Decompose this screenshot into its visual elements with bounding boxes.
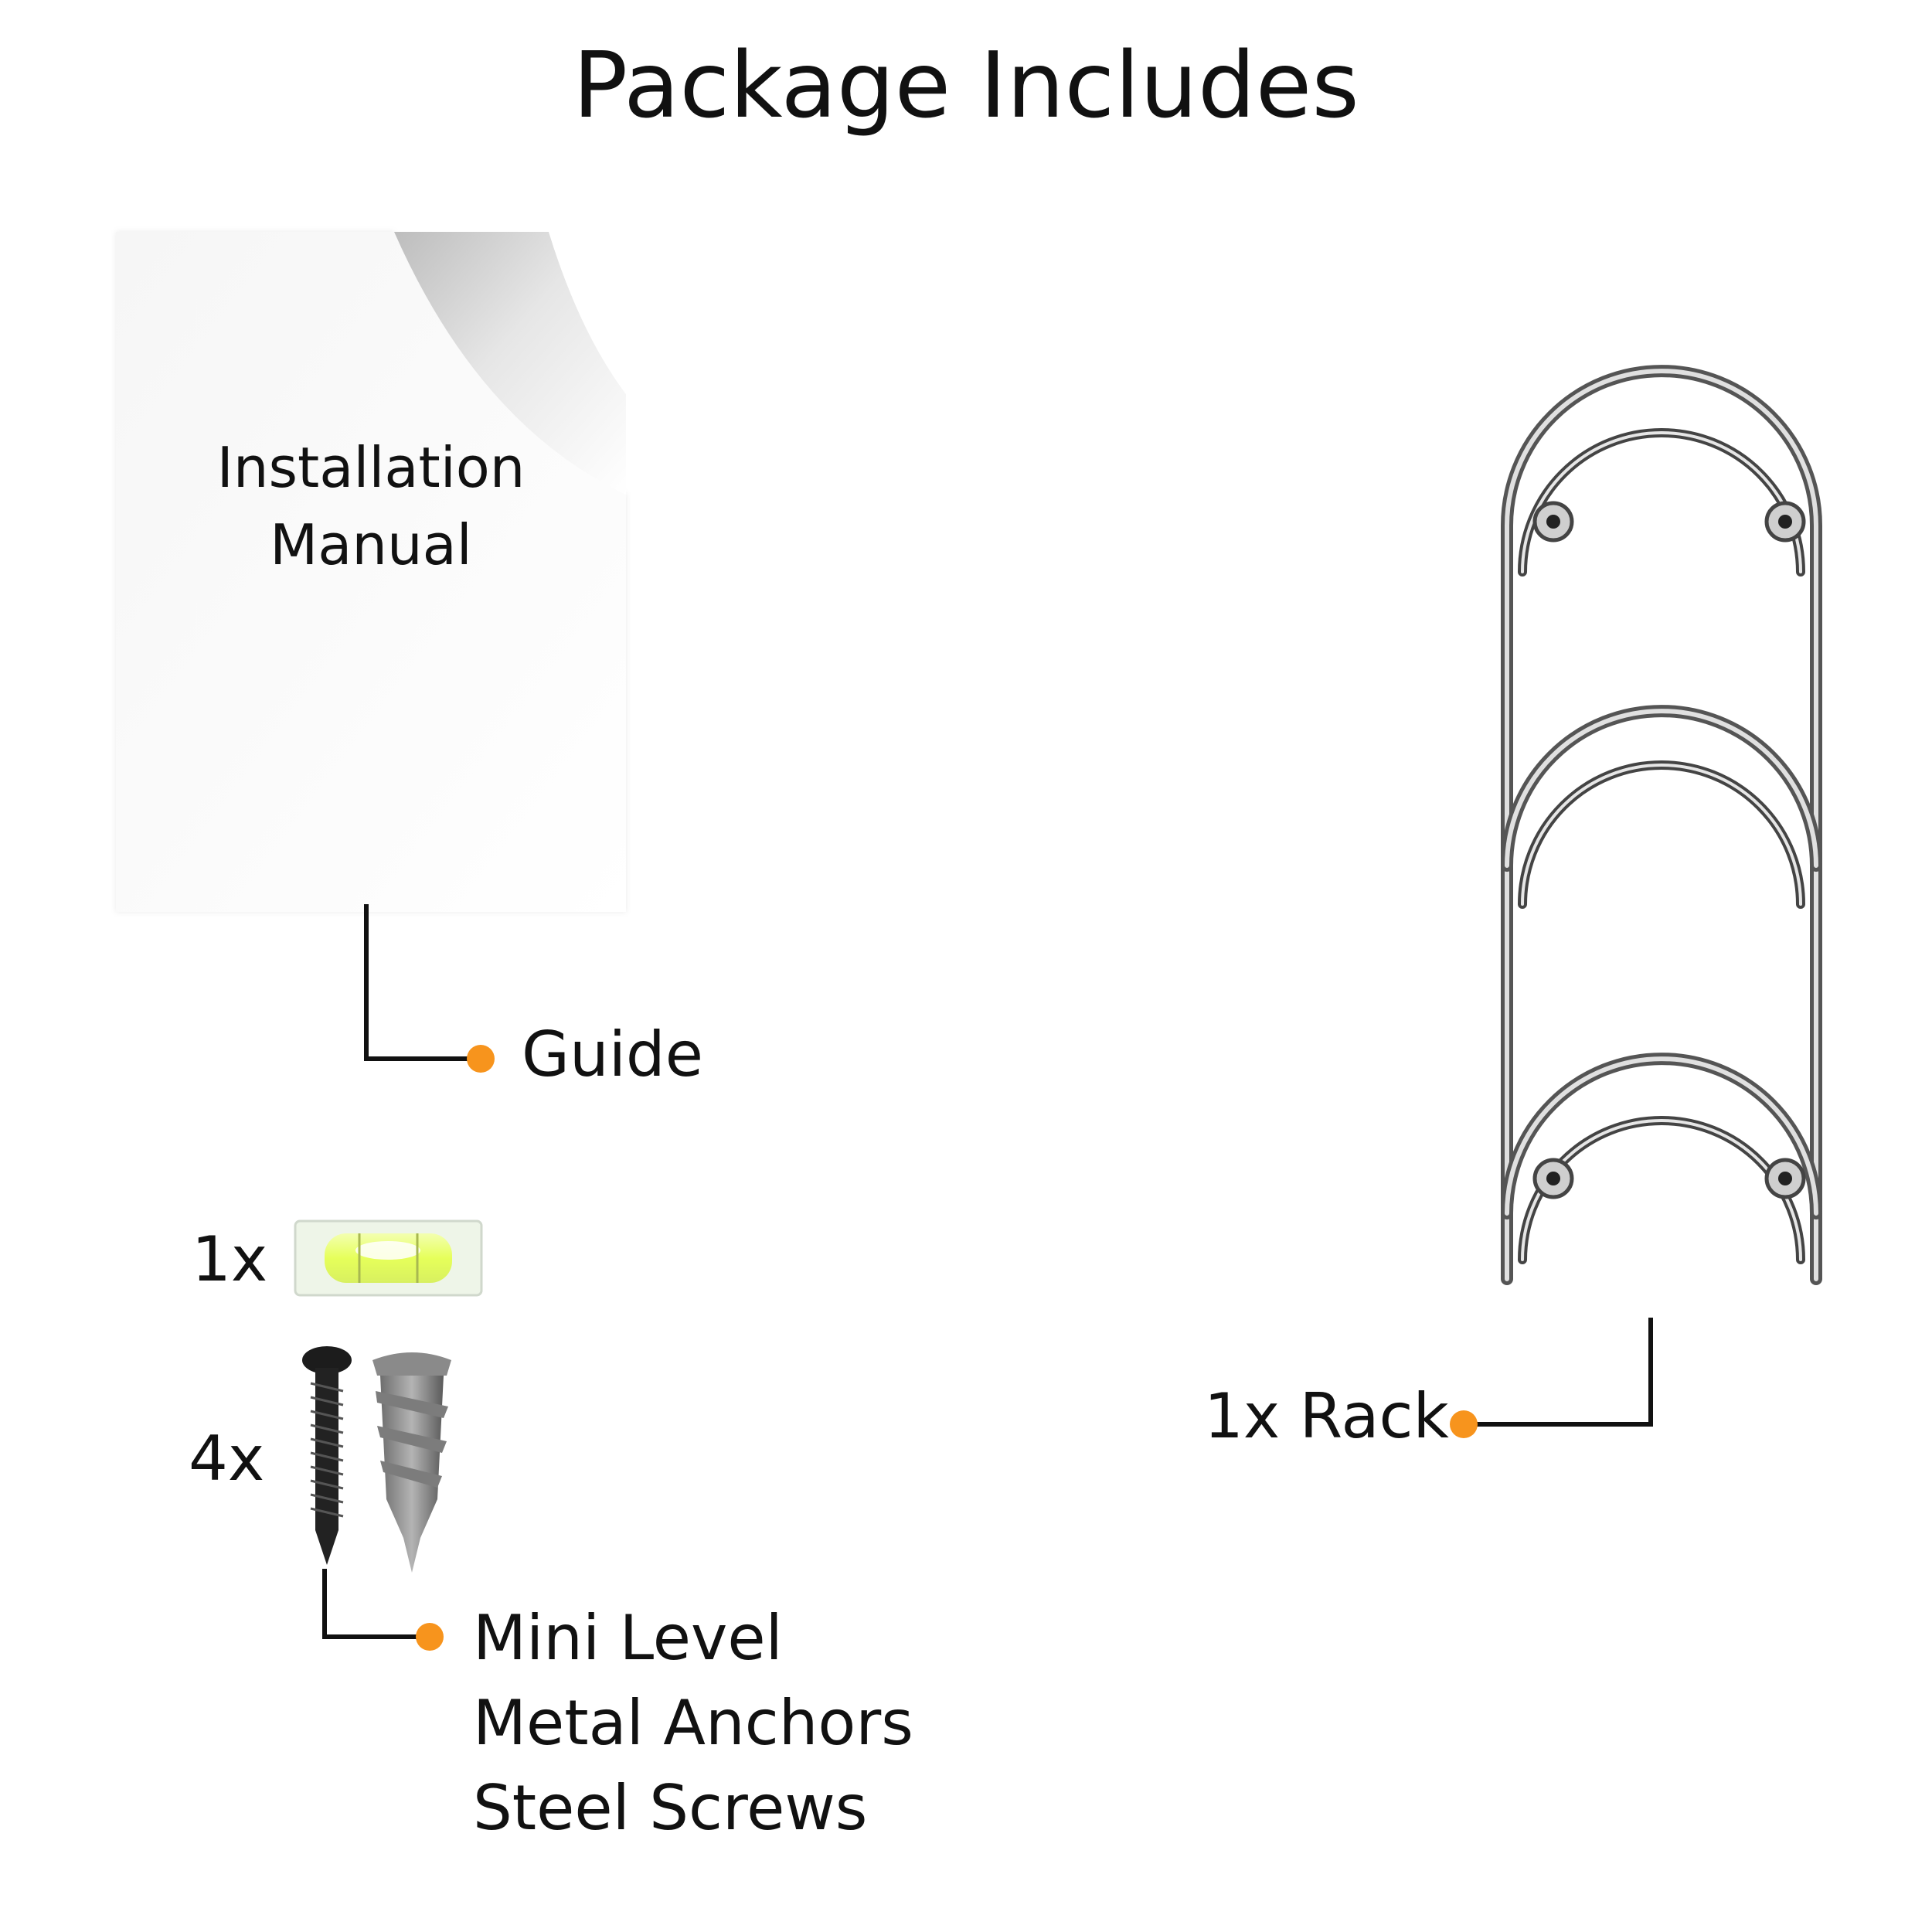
wall-anchor-icon [372, 1352, 451, 1573]
bubble-level-icon [294, 1219, 483, 1297]
hardware-item-steel-screws: Steel Screws [473, 1772, 868, 1844]
manual-title: Installation Manual [116, 429, 626, 583]
rack-leader-line [1450, 1318, 1653, 1438]
manual-title-line2: Manual [270, 512, 472, 577]
rack-dot [1450, 1410, 1478, 1438]
page-title: Package Includes [573, 32, 1359, 138]
document-icon [116, 232, 626, 912]
guide-label: Guide [522, 1019, 703, 1090]
level-quantity: 1x [192, 1223, 268, 1295]
hardware-list: Mini Level Metal Anchors Steel Screws [473, 1596, 913, 1851]
hardware-dot [416, 1623, 444, 1651]
hardware-item-mini-level: Mini Level [473, 1602, 783, 1674]
manual-title-line1: Installation [216, 435, 526, 500]
rack-icon [1501, 365, 1822, 1285]
guide-dot [467, 1045, 495, 1073]
rack-label: 1x Rack [1204, 1380, 1449, 1452]
hardware-leader-line [322, 1569, 444, 1651]
screw-icon [302, 1346, 352, 1565]
hardware-item-metal-anchors: Metal Anchors [473, 1687, 913, 1759]
hardware-quantity: 4x [189, 1423, 265, 1495]
guide-leader-line [364, 904, 495, 1073]
